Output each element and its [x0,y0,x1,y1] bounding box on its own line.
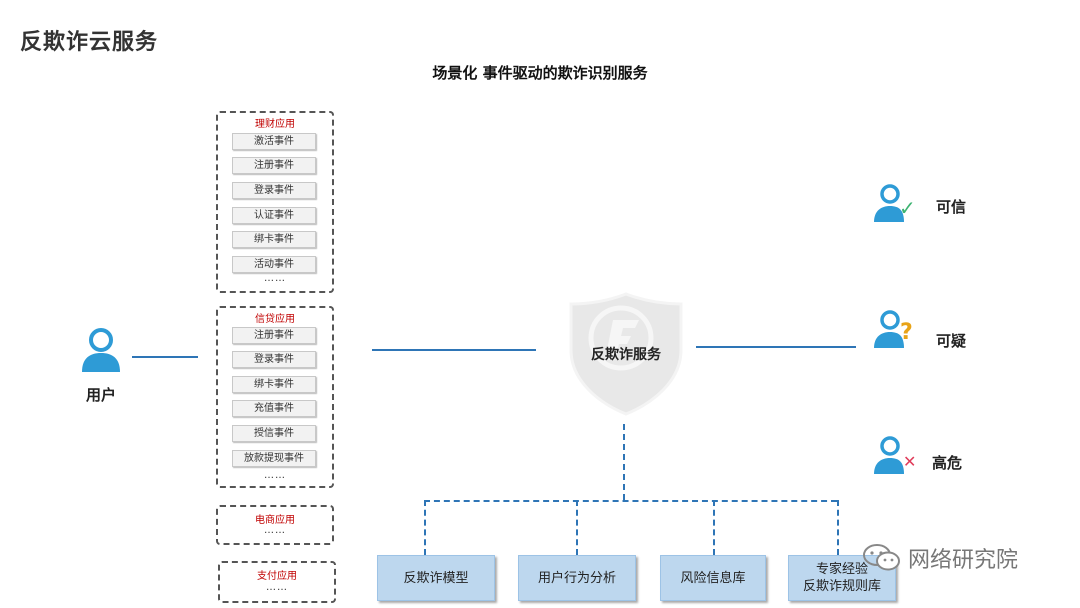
event-register: 注册事件 [232,157,316,174]
group-label: 信贷应用 [255,314,295,325]
user-check-icon [874,184,904,222]
watermark-text: 网络研究院 [908,548,1019,573]
event-activate: 激活事件 [232,133,316,150]
user-label: 用户 [85,386,116,404]
knowledge-branch-connector [576,500,578,555]
knowledge-bus-connector [424,500,837,502]
knowledge-branch-connector [424,500,426,555]
event-verify: 认证事件 [232,207,316,224]
result-high-risk: ✕ 高危 [872,434,982,478]
event-loan-withdraw: 放款提现事件 [232,450,316,467]
result-mark: ✕ [903,452,917,471]
event-recharge: 充值事件 [232,400,316,417]
page-title: 反欺诈云服务 [20,30,159,55]
result-label: 高危 [932,454,963,472]
knowledge-risk-database: 风险信息库 [660,555,766,601]
diagram-subtitle: 场景化 事件驱动的欺诈识别服务 [432,64,648,82]
more-events: …… [264,273,286,284]
group-label: 电商应用 [255,515,295,526]
result-mark: ✓ [899,196,916,220]
more-events: …… [266,582,288,593]
user-icon [82,328,120,372]
group-credit-app: 信贷应用 注册事件 登录事件 绑卡事件 充值事件 授信事件 放款提现事件 …… [216,306,334,488]
user-question-icon [874,310,904,348]
service-label: 反欺诈服务 [591,347,661,363]
group-ecommerce-app: 电商应用 …… [216,505,334,545]
result-label: 可疑 [936,332,967,350]
service-to-results-connector [696,346,856,348]
event-login: 登录事件 [232,351,316,368]
wechat-icon [863,544,900,571]
knowledge-branch-connector [713,500,715,555]
result-label: 可信 [936,198,967,216]
result-trusted: ✓ 可信 [872,182,982,226]
event-register: 注册事件 [232,327,316,344]
more-events: …… [264,470,286,481]
event-bind-card: 绑卡事件 [232,231,316,248]
group-wealth-app: 理财应用 激活事件 注册事件 登录事件 认证事件 绑卡事件 活动事件 …… [216,111,334,293]
result-mark: ? [900,320,913,345]
user-cross-icon [874,436,904,474]
knowledge-fraud-model: 反欺诈模型 [377,555,495,601]
watermark: 网络研究院 [862,542,1018,574]
event-activity: 活动事件 [232,256,316,273]
anti-fraud-service-node: 反欺诈服务 [561,280,691,420]
result-suspicious: ? 可疑 [872,308,982,352]
group-label: 支付应用 [257,571,297,582]
service-trunk-connector [623,424,625,500]
event-credit-grant: 授信事件 [232,425,316,442]
group-label: 理财应用 [255,119,295,130]
knowledge-behavior-analysis: 用户行为分析 [518,555,636,601]
user-connector [132,356,198,358]
event-bind-card: 绑卡事件 [232,376,316,393]
event-login: 登录事件 [232,182,316,199]
more-events: …… [264,525,286,536]
apps-to-service-connector [372,349,536,351]
group-payment-app: 支付应用 …… [218,561,336,603]
shield-icon [569,292,683,416]
knowledge-branch-connector [837,500,839,555]
user-node: 用户 [76,326,126,406]
